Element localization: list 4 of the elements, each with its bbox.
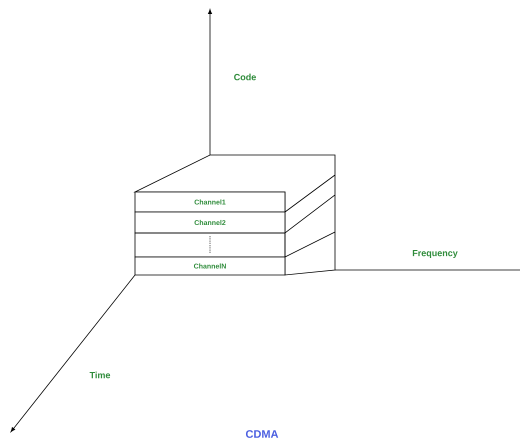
axis-label: Code	[234, 74, 256, 80]
caption: CDMA	[246, 430, 278, 438]
axis-label: Time	[90, 372, 110, 378]
axis-label: Frequency	[412, 250, 458, 258]
